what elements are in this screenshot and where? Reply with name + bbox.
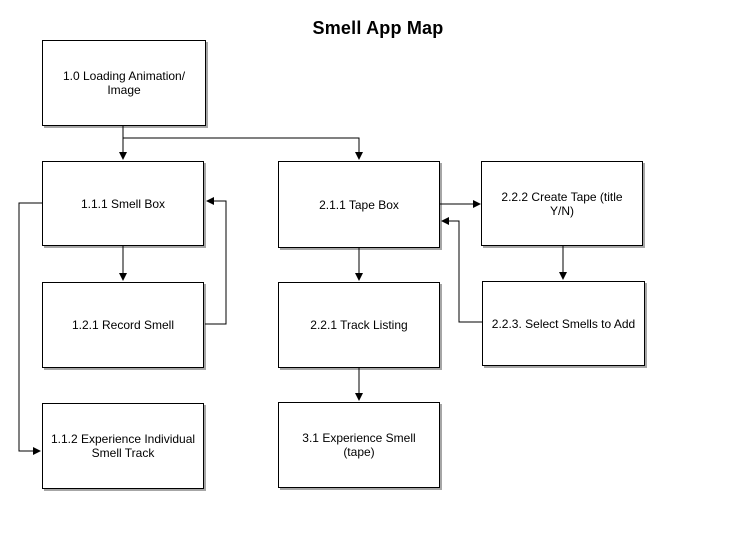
node-loading-animation: 1.0 Loading Animation/ Image xyxy=(42,40,206,126)
node-smell-box: 1.1.1 Smell Box xyxy=(42,161,204,246)
connector-loading-to-tape-box xyxy=(123,137,363,160)
node-experience-smell-tape: 3.1 Experience Smell (tape) xyxy=(278,402,440,488)
diagram-title: Smell App Map xyxy=(312,18,444,38)
node-record-smell: 1.2.1 Record Smell xyxy=(42,282,204,368)
node-create-tape: 2.2.2 Create Tape (title Y/N) xyxy=(481,161,643,246)
node-select-smells-to-add: 2.2.3. Select Smells to Add xyxy=(482,281,645,366)
node-tape-box: 2.1.1 Tape Box xyxy=(278,161,440,248)
connector-record-smell-to-smell-box xyxy=(205,197,227,325)
node-experience-individual-smell-track: 1.1.2 Experience Individual Smell Track xyxy=(42,403,204,489)
node-track-listing: 2.2.1 Track Listing xyxy=(278,282,440,368)
connector-select-smells-to-tape-box xyxy=(441,217,482,323)
connector-smell-box-to-experience-track xyxy=(18,202,42,455)
